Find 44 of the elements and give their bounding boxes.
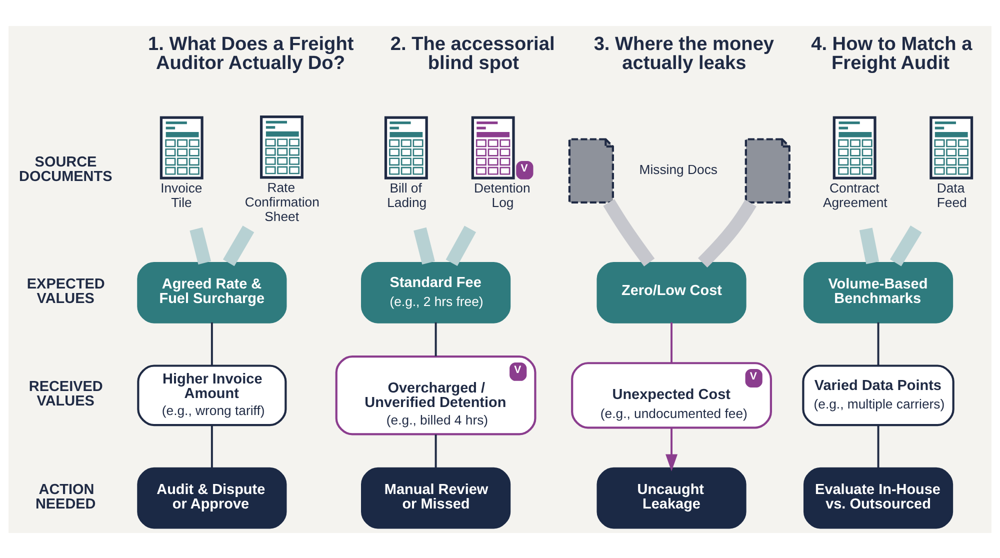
- label: 4. How to Match a Freight Audit: [811, 33, 972, 74]
- node-box: Agreed Rate & Fuel Surcharge: [137, 261, 287, 323]
- node-box: Standard Fee (e.g., 2 hrs free): [361, 261, 511, 323]
- label: SOURCE DOCUMENTS: [19, 154, 112, 185]
- label: 3. Where the money actually leaks: [594, 33, 774, 74]
- connector: [859, 227, 880, 264]
- connector: [414, 226, 435, 264]
- label: Missing Docs: [639, 162, 718, 177]
- node-label: Data Feed: [936, 180, 967, 210]
- connector: [670, 322, 673, 362]
- node-box: Audit & Dispute or Approve: [137, 466, 287, 528]
- arrow: [666, 427, 678, 471]
- node-label: Rate Confirmation Sheet: [244, 179, 320, 224]
- connector: [698, 199, 756, 267]
- connector: [877, 424, 880, 468]
- node-label: Invoice Tile: [160, 180, 202, 210]
- label: EXPECTED VALUES: [26, 276, 105, 306]
- node-label: Bill of Lading: [387, 180, 427, 210]
- connector: [190, 226, 212, 264]
- connector: [434, 434, 437, 468]
- node-box: V Overcharged / Unverified Detention (e.g., billed 4 hrs): [335, 354, 536, 435]
- node-box: Varied Data Points (e.g., multiple carriers): [802, 364, 954, 426]
- label: 1. What Does a Freight Auditor Actually Do?: [148, 33, 354, 74]
- node-box: Higher Invoice Amount (e.g., wrong tariff): [137, 364, 287, 426]
- node-box: Zero/Low Cost: [596, 261, 746, 323]
- node-box: Manual Review or Missed: [361, 466, 511, 528]
- node-box: Volume-Based Benchmarks: [803, 261, 954, 323]
- node-box: V Unexpected Cost (e.g., undocumented fee): [571, 362, 772, 428]
- node-label: Contract Agreement: [822, 180, 888, 210]
- connector: [603, 198, 655, 266]
- node-box: Evaluate In-House vs. Outsourced: [803, 466, 954, 528]
- connector: [434, 322, 437, 356]
- connector: [890, 225, 922, 266]
- connector: [222, 225, 254, 266]
- connector: [877, 322, 880, 366]
- node-label: V: [520, 162, 528, 174]
- connector: [210, 322, 213, 366]
- label: ACTION NEEDED: [35, 481, 96, 512]
- connector: [210, 424, 213, 468]
- connector: [446, 225, 476, 266]
- node-label: Detention Log: [474, 180, 530, 210]
- label: 2. The accessorial blind spot: [390, 33, 555, 74]
- label: RECEIVED VALUES: [28, 378, 103, 410]
- node-box: Uncaught Leakage: [596, 466, 746, 528]
